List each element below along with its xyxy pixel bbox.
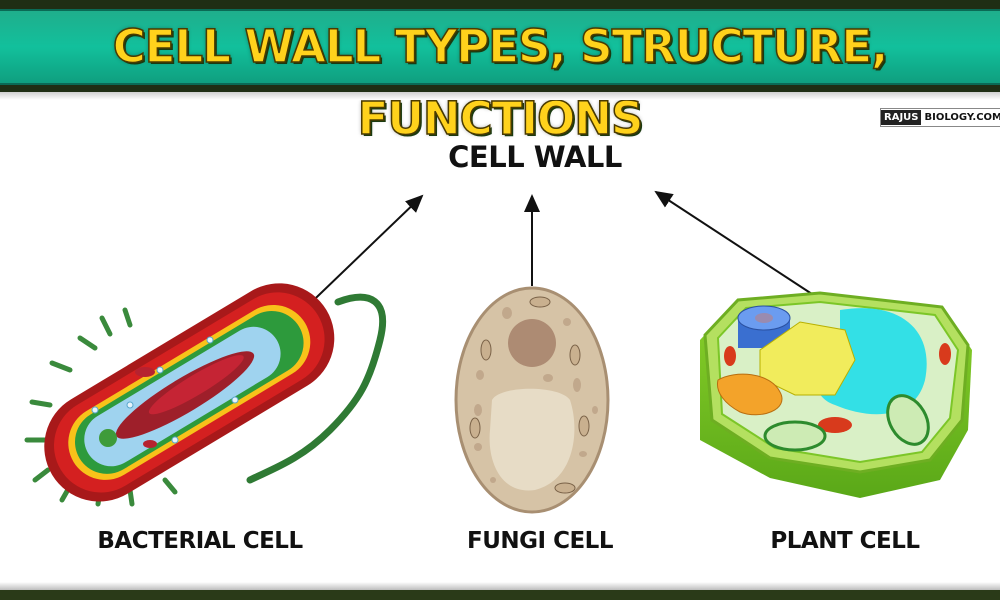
banner-title: CELL WALL TYPES, STRUCTURE, FUNCTIONS	[112, 19, 889, 146]
label-bacterial-cell: BACTERIAL CELL	[97, 528, 303, 554]
footer-bar	[0, 590, 1000, 600]
footer-shadow	[0, 582, 1000, 590]
watermark-logo: RAJUS BIOLOGY.COM	[880, 108, 1000, 127]
nucleus	[737, 305, 791, 348]
fungi-cell-illustration	[454, 286, 610, 514]
bacterial-cell-illustration	[24, 283, 387, 507]
label-plant-cell: PLANT CELL	[770, 528, 920, 554]
label-fungi-cell: FUNGI CELL	[467, 528, 613, 554]
banner-shadow	[0, 92, 1000, 100]
flagellum	[246, 293, 387, 484]
plant-cell-illustration	[700, 291, 972, 498]
cell-wall-heading: CELL WALL	[448, 140, 622, 174]
arrow-plant	[654, 190, 816, 297]
title-banner: CELL WALL TYPES, STRUCTURE, FUNCTIONS	[0, 0, 1000, 146]
watermark-part1: RAJUS	[881, 110, 922, 125]
title-banner-panel: CELL WALL TYPES, STRUCTURE, FUNCTIONS	[0, 9, 1000, 146]
watermark-part2: BIOLOGY.COM	[924, 112, 1000, 123]
